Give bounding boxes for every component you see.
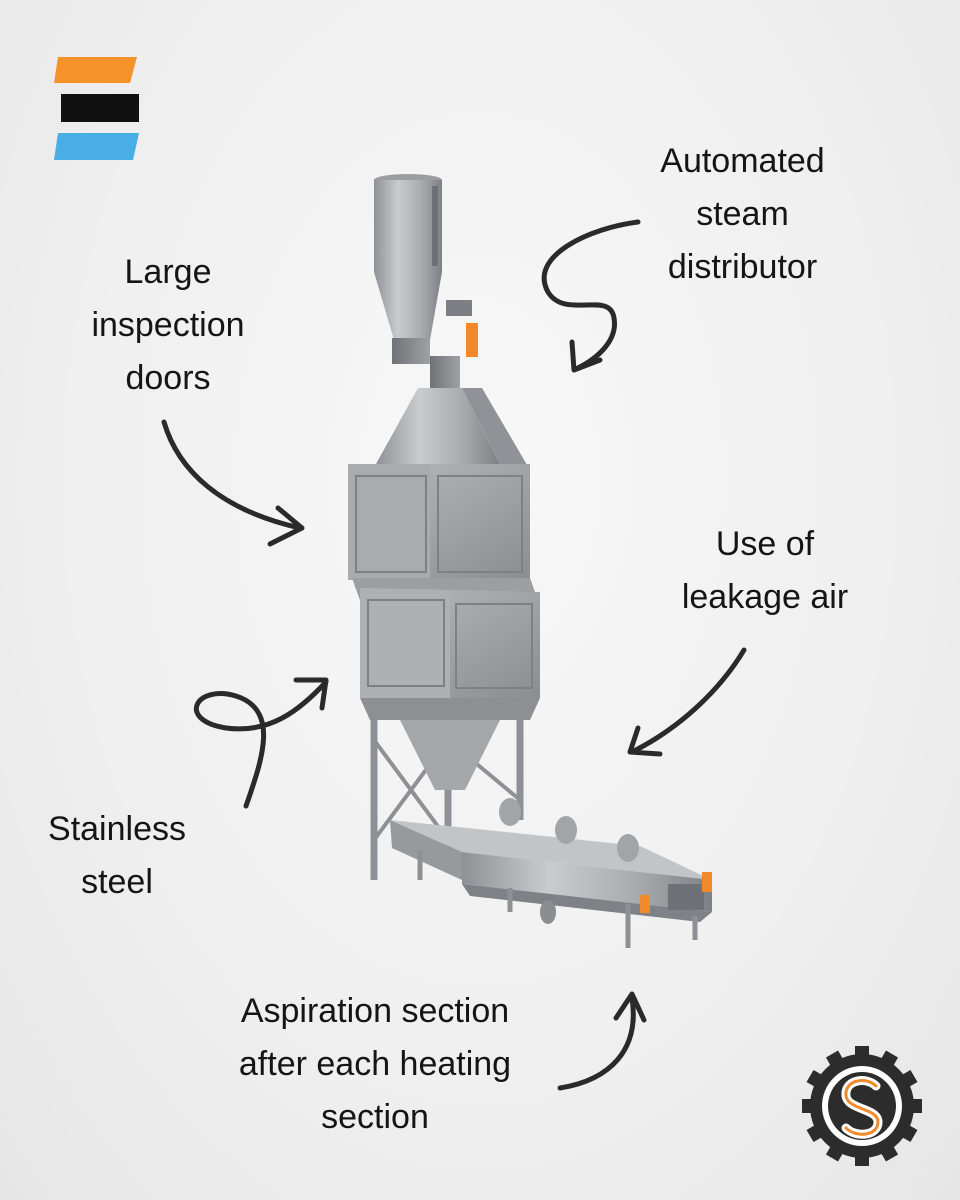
upper-heating-chamber (348, 464, 540, 606)
logo-stripe-blue (54, 133, 139, 160)
support-frame (370, 720, 524, 880)
arrow-aspiration-icon (557, 995, 636, 1091)
distributor-hood (376, 388, 500, 464)
steam-hopper (374, 174, 478, 388)
callout-steam-distributor: Automated steam distributor (660, 142, 825, 286)
steam-valve-motor (466, 323, 478, 357)
callout-inspection-doors: Large inspection doors (91, 253, 245, 397)
arrow-steam-icon (541, 219, 641, 371)
arrow-leakage-icon (629, 647, 747, 755)
arrow-doors-icon (161, 419, 303, 531)
aspiration-conveyor (390, 798, 712, 948)
logo-stripe-orange (54, 57, 137, 83)
callout-stainless-steel: Stainless steel (48, 810, 186, 901)
logo-stripe-black (61, 94, 139, 122)
arrow-steel-icon (193, 679, 329, 809)
lower-heating-chamber (360, 588, 540, 720)
callout-leakage-air: Use of leakage air (681, 525, 849, 616)
callout-aspiration-section: Aspiration section after each heating se… (238, 992, 512, 1136)
